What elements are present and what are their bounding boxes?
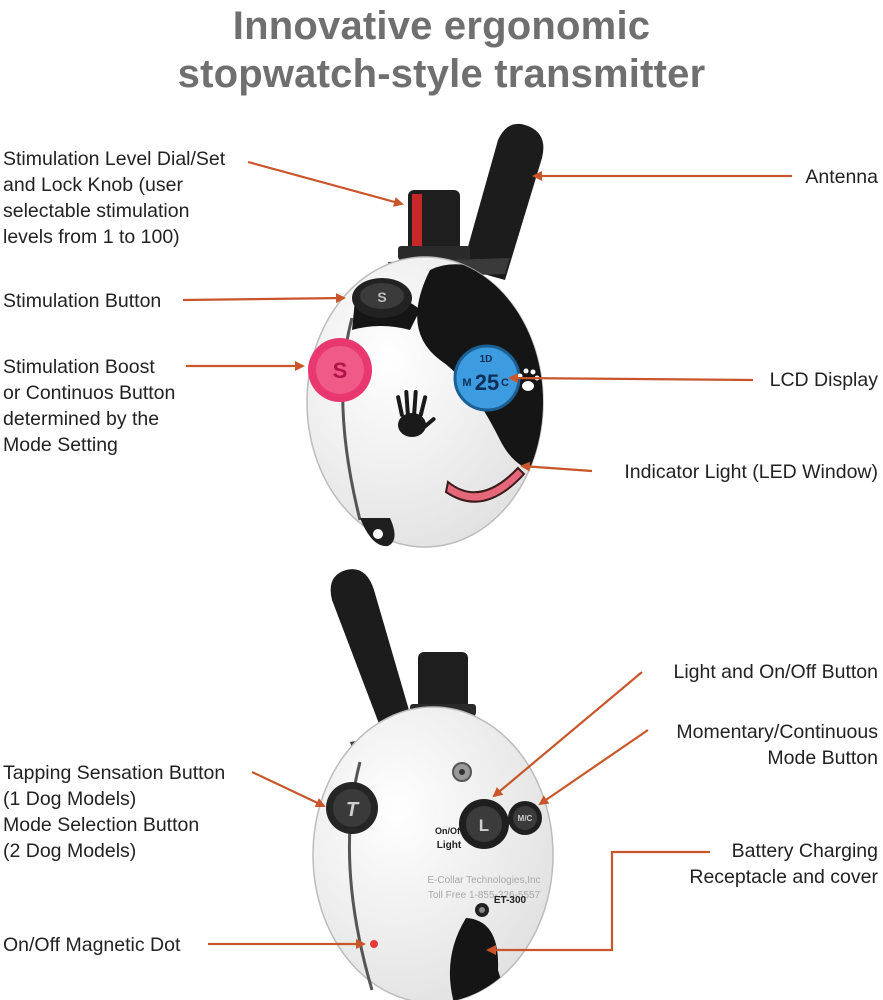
label-momentary-line-1: Momentary/Continuous [676, 721, 878, 743]
label-boost-line-1: Stimulation Boost [3, 356, 155, 378]
label-battery-line-2: Receptacle and cover [689, 866, 878, 888]
lcd-unit-text: C [501, 377, 509, 389]
front-transmitter: S S 1D M 25 C [306, 123, 544, 548]
back-transmitter: T L M/C On/Off Light E-Collar Technologi… [312, 569, 554, 1000]
antenna-back-icon [330, 569, 420, 758]
label-antenna: Antenna [805, 166, 878, 188]
hand-print-icon [396, 390, 436, 437]
callout-arrows [182, 160, 792, 955]
title-line-1: Innovative ergonomic [232, 4, 651, 48]
label-stimulation-dial-line-1: Stimulation Level Dial/Set [3, 148, 226, 170]
label-boost-line-2: or Continuos Button [3, 382, 176, 404]
label-boost-line-4: Mode Setting [3, 434, 118, 456]
label-magnetic-dot: On/Off Magnetic Dot [3, 934, 181, 956]
label-tapping-line-3: Mode Selection Button [3, 814, 200, 836]
label-stimulation-dial: Stimulation Level Dial/Set and Lock Knob… [3, 146, 225, 250]
button-mc-text: M/C [518, 814, 533, 823]
label-boost-line-3: determined by the [3, 408, 160, 430]
label-stimulation-dial-line-2: and Lock Knob (user [3, 174, 183, 196]
label-battery-line-1: Battery Charging [731, 840, 878, 862]
button-l-text: L [479, 816, 489, 835]
label-tapping-sensation: Tapping Sensation Button (1 Dog Models) … [3, 760, 225, 864]
label-tapping-line-4: (2 Dog Models) [3, 840, 137, 862]
lcd-mode-text: M [462, 377, 471, 389]
lcd-top-text: 1D [480, 354, 493, 365]
label-indicator-light: Indicator Light (LED Window) [624, 461, 878, 483]
label-momentary-line-2: Mode Button [767, 747, 878, 769]
label-battery-charging: Battery Charging Receptacle and cover [689, 838, 878, 890]
label-stimulation-dial-line-4: levels from 1 to 100) [3, 226, 180, 248]
button-t-text: T [346, 799, 360, 821]
page-title: Innovative ergonomic stopwatch-style tra… [0, 2, 883, 98]
label-stimulation-button: Stimulation Button [3, 290, 162, 312]
label-momentary-continuous: Momentary/Continuous Mode Button [676, 719, 878, 771]
onoff-device-text: On/Off [435, 826, 464, 836]
antenna-icon [462, 123, 544, 280]
label-lcd-display: LCD Display [769, 369, 878, 391]
tollfree-text: Toll Free 1-855-326-5557 [428, 890, 541, 901]
label-light-onoff: Light and On/Off Button [673, 661, 878, 683]
maker-text: E-Collar Technologies,Inc [427, 875, 540, 886]
button-boost-text: S [333, 358, 348, 383]
button-s-text: S [377, 289, 386, 305]
label-tapping-line-2: (1 Dog Models) [3, 788, 137, 810]
label-stimulation-dial-line-3: selectable stimulation [3, 200, 190, 222]
model-text: ET-300 [494, 895, 527, 906]
label-stimulation-boost: Stimulation Boost or Continuos Button de… [3, 354, 175, 458]
lcd-value-text: 25 [475, 370, 499, 395]
label-tapping-line-1: Tapping Sensation Button [3, 762, 226, 784]
title-line-2: stopwatch-style transmitter [177, 52, 706, 96]
magnetic-dot-icon [370, 940, 378, 948]
indicator-light-icon [444, 466, 526, 503]
light-device-text: Light [437, 840, 462, 851]
